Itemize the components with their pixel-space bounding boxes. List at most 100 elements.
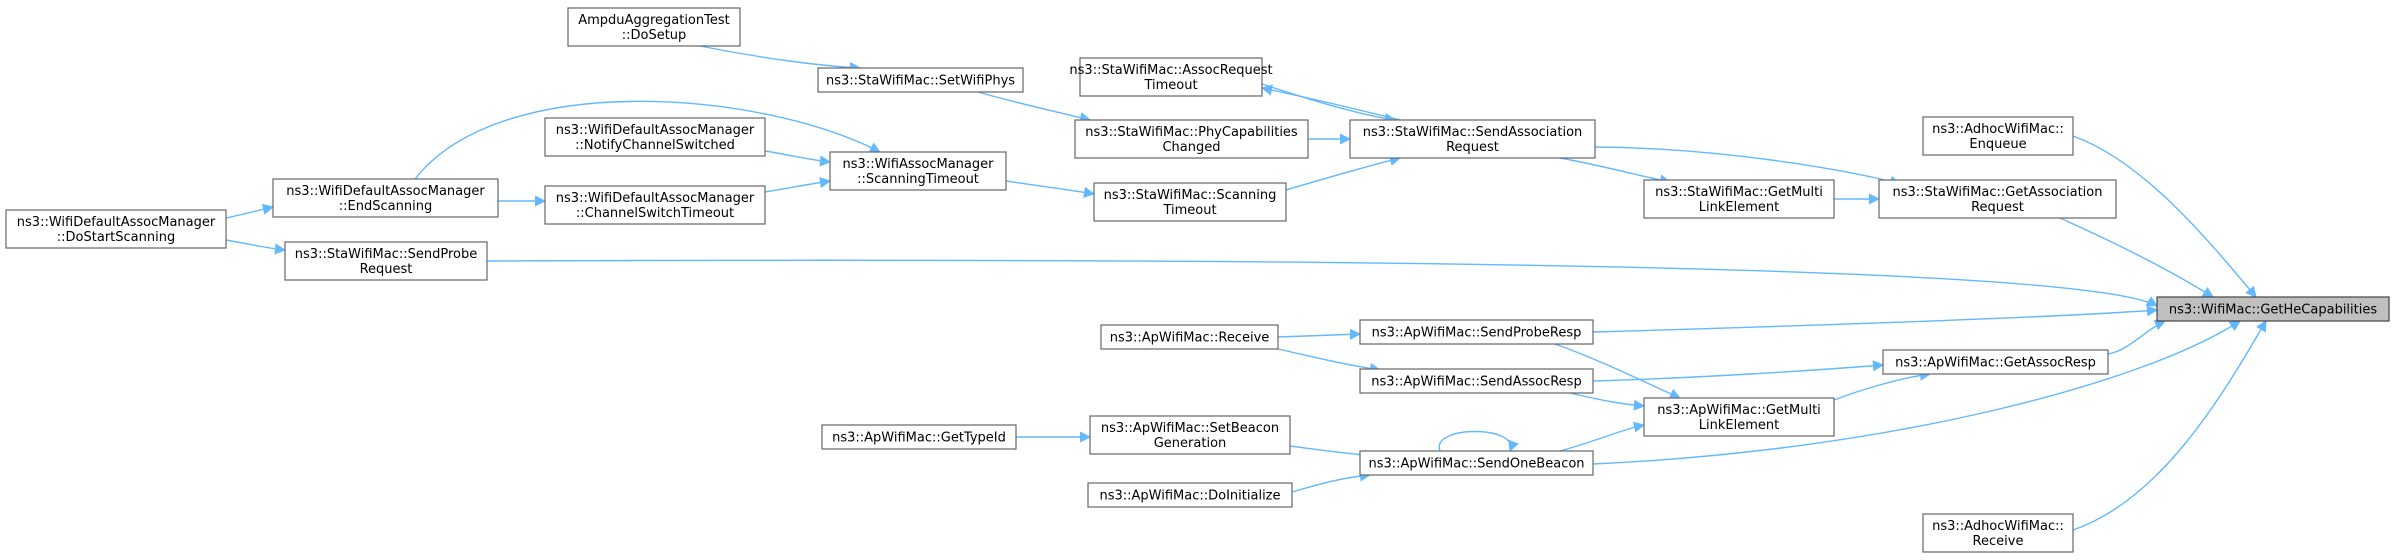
node-ap-doinit[interactable]: ns3::ApWifiMac::DoInitialize — [1087, 482, 1293, 508]
node-label: ns3::StaWifiMac::SendAssociation — [1363, 125, 1583, 140]
node-box — [1093, 182, 1287, 222]
node-box — [1359, 319, 1594, 345]
node-box — [1643, 397, 1835, 437]
node-label: ns3::ApWifiMac::GetTypeId — [832, 431, 1006, 446]
e-sendbeacon-apml — [1559, 421, 1646, 452]
node-label: ns3::ApWifiMac::DoInitialize — [1099, 489, 1280, 504]
node-wam-scantimeout[interactable]: ns3::WifiAssocManager::ScanningTimeout — [829, 151, 1007, 191]
node-label: Timeout — [1162, 203, 1216, 218]
node-label: ::ChannelSwitchTimeout — [576, 206, 734, 221]
e-sendassocresp-getassocresp — [1592, 360, 1885, 382]
node-box — [2156, 296, 2390, 322]
node-label: Request — [1971, 200, 2024, 215]
node-label: LinkElement — [1699, 418, 1779, 433]
e-sendprobe-root — [486, 259, 2158, 307]
node-label: Request — [360, 262, 413, 277]
node-wdam-notify[interactable]: ns3::WifiDefaultAssocManager::NotifyChan… — [544, 117, 766, 157]
node-sta-scantimeout[interactable]: ns3::StaWifiMac::ScanningTimeout — [1093, 182, 1287, 222]
node-label: Generation — [1154, 436, 1227, 451]
node-label: ns3::WifiAssocManager — [843, 157, 995, 172]
node-box — [817, 67, 1024, 93]
node-label: ns3::AdhocWifiMac:: — [1932, 519, 2064, 534]
node-label: ns3::WifiDefaultAssocManager — [17, 215, 216, 230]
node-box — [1349, 119, 1596, 159]
node-label: ::DoSetup — [622, 28, 687, 43]
node-ap-gettypeid[interactable]: ns3::ApWifiMac::GetTypeId — [821, 424, 1017, 450]
node-label: ns3::StaWifiMac::GetMulti — [1655, 185, 1823, 200]
node-label: ns3::StaWifiMac::GetAssociation — [1892, 185, 2102, 200]
e-sendassocresp-apml — [1569, 392, 1646, 411]
e-sendbeacon-self — [1438, 430, 1519, 453]
e-assoctimeout-sendassoc — [1261, 83, 1397, 125]
node-wdam-chswitch[interactable]: ns3::WifiDefaultAssocManager::ChannelSwi… — [544, 185, 766, 225]
e-staassoc-root — [2059, 217, 2214, 298]
node-label: Enqueue — [1969, 137, 2026, 152]
call-nodes: ns3::WifiMac::GetHeCapabilitiesns3::Adho… — [5, 7, 2390, 553]
node-label: Receive — [1973, 534, 2024, 549]
node-root[interactable]: ns3::WifiMac::GetHeCapabilities — [2156, 296, 2390, 322]
e-scantimeout-sendassoc — [1285, 155, 1402, 191]
node-ap-getassocresp[interactable]: ns3::ApWifiMac::GetAssocResp — [1882, 349, 2109, 375]
e-adhocenq-root — [2072, 135, 2257, 298]
node-label: Request — [1446, 140, 1499, 155]
node-box — [1087, 482, 1293, 508]
node-ap-sendproberesp[interactable]: ns3::ApWifiMac::SendProbeResp — [1359, 319, 1594, 345]
node-label: ns3::ApWifiMac::GetAssocResp — [1895, 356, 2096, 371]
node-box — [544, 117, 766, 157]
e-receive-proberesp — [1277, 328, 1362, 340]
call-edges — [225, 45, 2267, 531]
e-proberesp-root — [1592, 305, 2159, 333]
node-label: ns3::StaWifiMac::Scanning — [1104, 188, 1277, 203]
node-box — [821, 424, 1017, 450]
node-box — [5, 209, 227, 249]
e-dostart-endscan — [225, 203, 275, 219]
node-wdam-endscan[interactable]: ns3::WifiDefaultAssocManager::EndScannin… — [272, 178, 499, 218]
node-label: ns3::ApWifiMac::SendAssocResp — [1371, 375, 1581, 390]
node-box — [1359, 368, 1594, 394]
node-label: ns3::WifiDefaultAssocManager — [556, 191, 755, 206]
e-getassocresp-root — [2107, 320, 2167, 355]
e-sendassoc-staassoc — [1594, 146, 1902, 187]
e-notify-wam — [764, 150, 832, 167]
node-label: ns3::ApWifiMac::Receive — [1110, 331, 1270, 346]
e-ampdu-setphys — [699, 45, 862, 74]
node-box — [567, 7, 741, 47]
node-box — [544, 185, 766, 225]
node-box — [1922, 513, 2074, 553]
node-label: ns3::ApWifiMac::GetMulti — [1657, 403, 1821, 418]
e-wam-scantimeout — [1005, 180, 1096, 198]
e-proberesp-apml — [1554, 343, 1682, 399]
node-label: ::ScanningTimeout — [857, 172, 979, 187]
node-label: ns3::StaWifiMac::SendProbe — [295, 247, 477, 262]
node-ap-sendassocresp[interactable]: ns3::ApWifiMac::SendAssocResp — [1359, 368, 1594, 394]
node-label: ns3::WifiDefaultAssocManager — [286, 184, 485, 199]
node-label: ns3::WifiDefaultAssocManager — [556, 123, 755, 138]
node-label: ::DoStartScanning — [57, 230, 175, 245]
node-label: ::NotifyChannelSwitched — [575, 138, 735, 153]
node-ap-sendbeacon[interactable]: ns3::ApWifiMac::SendOneBeacon — [1359, 450, 1594, 476]
node-box — [1922, 116, 2074, 156]
node-box — [829, 151, 1007, 191]
node-sta-setphys[interactable]: ns3::StaWifiMac::SetWifiPhys — [817, 67, 1024, 93]
e-sendbeacon-root — [1592, 320, 2241, 465]
node-box — [1878, 179, 2117, 219]
e-chswitch-wam — [764, 176, 832, 193]
node-adhoc-enq[interactable]: ns3::AdhocWifiMac::Enqueue — [1922, 116, 2074, 156]
node-ap-receive[interactable]: ns3::ApWifiMac::Receive — [1100, 324, 1279, 350]
node-wdam-dostart[interactable]: ns3::WifiDefaultAssocManager::DoStartSca… — [5, 209, 227, 249]
node-label: LinkElement — [1699, 200, 1779, 215]
e-dostart-sendprobe — [225, 239, 287, 255]
node-adhoc-recv[interactable]: ns3::AdhocWifiMac::Receive — [1922, 513, 2074, 553]
e-endscan-wam — [414, 100, 881, 180]
node-box — [272, 178, 499, 218]
node-ampdu[interactable]: AmpduAggregationTest::DoSetup — [567, 7, 741, 47]
node-label: ns3::StaWifiMac::PhyCapabilities — [1085, 125, 1298, 140]
